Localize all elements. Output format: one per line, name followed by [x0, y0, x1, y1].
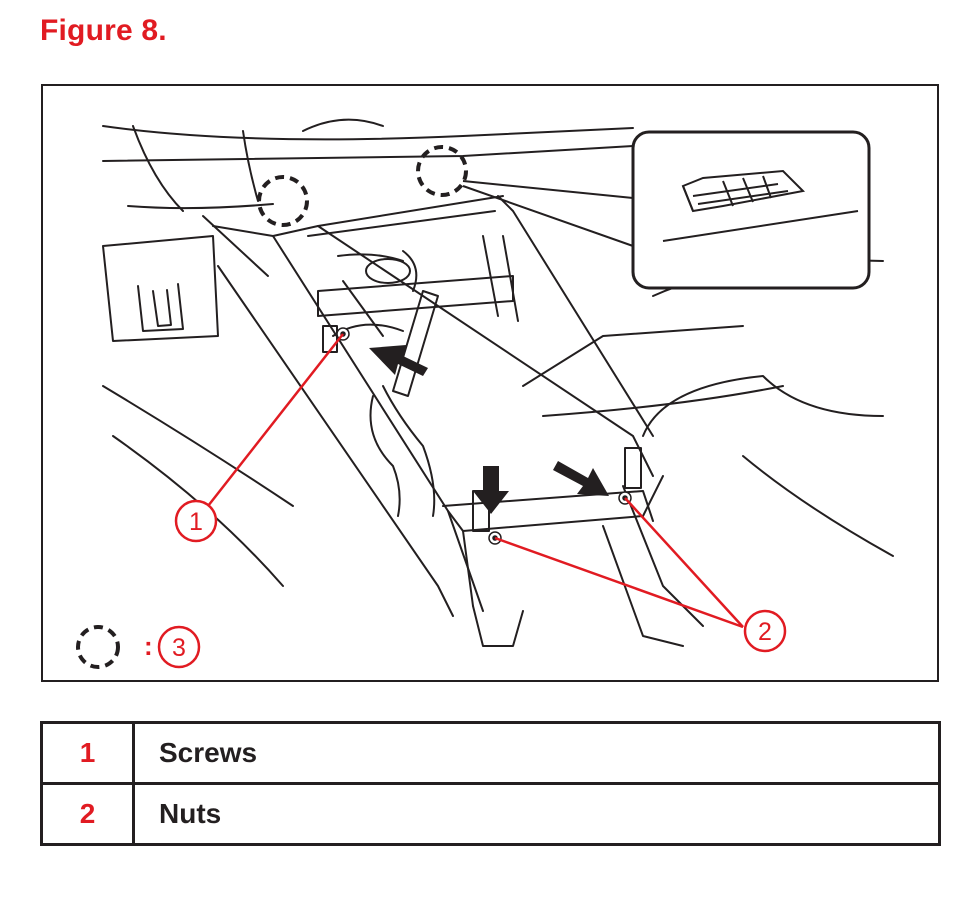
- legend-number: 1: [40, 721, 135, 785]
- clip-key: : 3: [76, 625, 201, 669]
- legend-number: 2: [40, 782, 135, 846]
- figure-title: Figure 8.: [40, 14, 167, 47]
- callout-1: 1: [174, 499, 218, 543]
- clip-markers: [257, 145, 468, 227]
- legend-row: 1 Screws: [40, 721, 941, 785]
- key-colon: :: [144, 631, 153, 661]
- clip-marker-right: [416, 145, 468, 197]
- svg-text:2: 2: [758, 618, 772, 646]
- callout-2: 2: [743, 609, 787, 653]
- legend-label: Screws: [132, 721, 941, 785]
- console-diagram: 1 2 : 3: [76, 118, 894, 669]
- legend-table: 1 Screws 2 Nuts: [40, 721, 941, 846]
- legend-label: Nuts: [132, 782, 941, 846]
- svg-text:3: 3: [172, 634, 186, 662]
- callout-3: [157, 625, 201, 669]
- legend-row: 2 Nuts: [40, 782, 941, 846]
- diagram-frame: 1 2 : 3: [41, 84, 939, 682]
- clip-detail-inset: [462, 130, 871, 290]
- clip-marker-left: [257, 175, 309, 227]
- svg-text:1: 1: [189, 508, 203, 536]
- clip-key-icon: [76, 625, 120, 669]
